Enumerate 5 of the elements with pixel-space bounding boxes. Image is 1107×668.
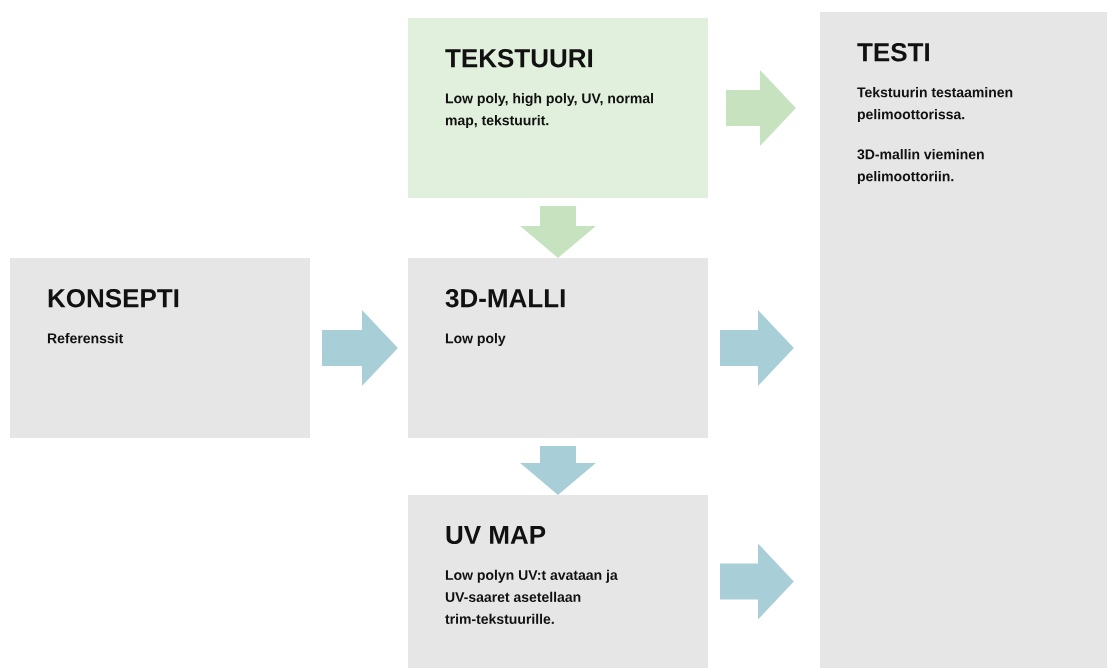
process-box: TESTI Tekstuurin testaaminen pelimoottorissa. 3D-mallin vieminen pelimoottoriin.: [820, 12, 1107, 668]
process-box: KONSEPTI Referenssit: [10, 258, 310, 438]
process-box: TEKSTUURI Low poly, high poly, UV, normal map, tekstuurit.: [408, 18, 708, 198]
process-box: 3D-MALLI Low poly: [408, 258, 708, 438]
process-box: UV MAP Low polyn UV:t avataan ja UV-saaret asetellaan trim-tekstuurille.: [408, 495, 708, 668]
